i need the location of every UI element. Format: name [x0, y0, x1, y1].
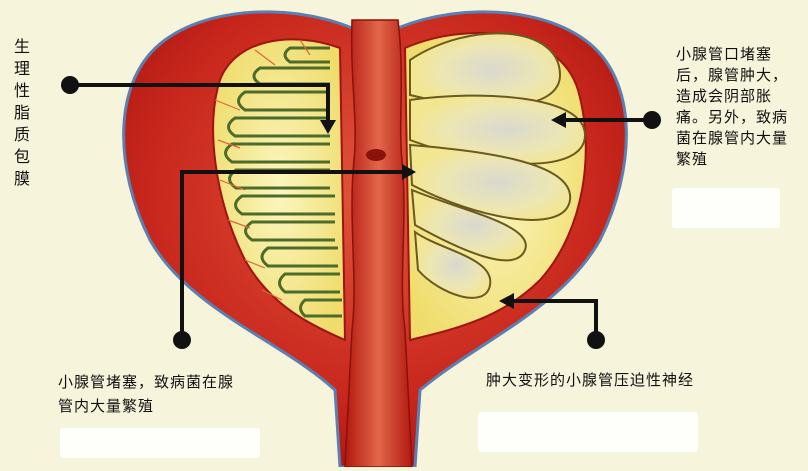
nerve-compression-label: 肿大变形的小腺管压迫性神经	[486, 371, 695, 389]
arrowheads	[320, 112, 566, 309]
blocked-duct-swelling-label: 小腺管口堵塞后，腺管肿大，造成会阴部胀痛。另外，致病菌在腺管内大量繁殖	[676, 45, 789, 168]
verumontanum	[366, 149, 386, 161]
capsule-label: 生理性脂质包膜	[14, 37, 32, 188]
blocked-duct-bacteria-label: 小腺管堵塞，致病菌在腺管内大量繁殖	[58, 373, 235, 415]
white-smudge	[60, 428, 260, 458]
left-ducts	[224, 46, 342, 318]
white-smudge	[672, 188, 780, 228]
pointer-lines	[61, 76, 661, 349]
left-vessels	[214, 39, 311, 301]
white-smudge	[478, 412, 698, 452]
right-swollen-lobes	[408, 32, 587, 299]
